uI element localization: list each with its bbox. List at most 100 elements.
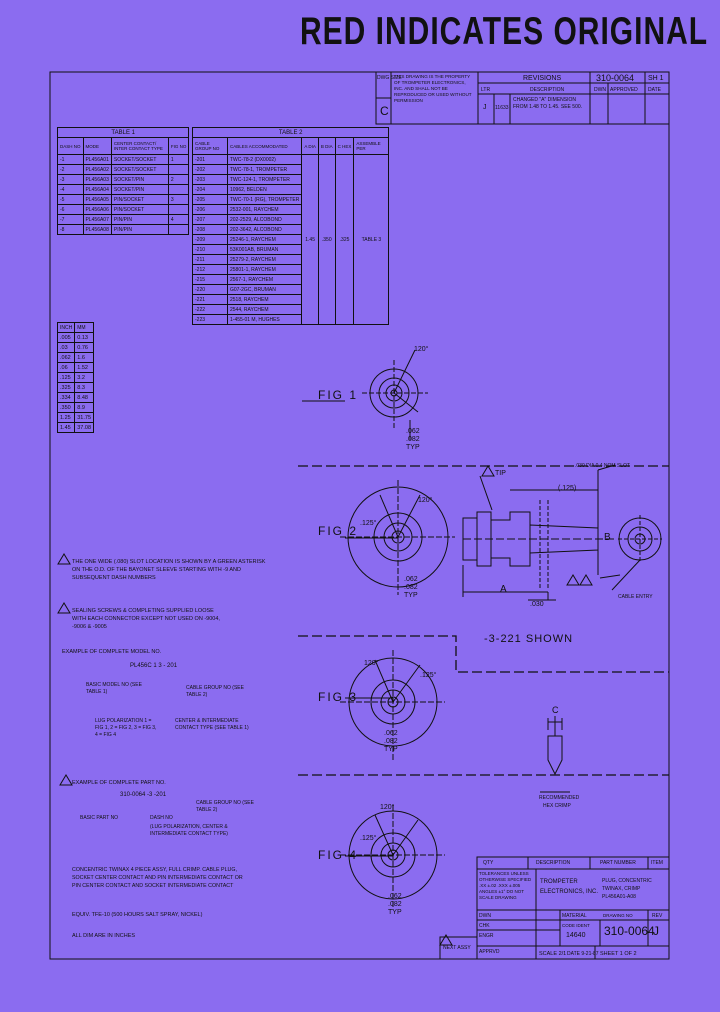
table2-title: TABLE 2 [191, 127, 390, 138]
table2-cell: -208 [192, 224, 228, 235]
conv-header: INCH [56, 322, 76, 333]
note-6-dash: DASH NO [150, 815, 173, 821]
table2-cell: 2532-001, RAYCHEM [226, 204, 303, 215]
tb-apprvd: APPRVD [479, 949, 500, 955]
conv-cell: 8.9 [74, 402, 94, 413]
tb-code-val: 14640 [566, 932, 586, 939]
note-6-part: 310-0064 -3 -201 [120, 792, 167, 798]
conv-cell: 8.48 [74, 392, 94, 403]
crimp-label-2: HEX CRIMP [543, 803, 571, 809]
conv-cell: .350 [56, 402, 76, 413]
conv-cell: .062 [56, 352, 76, 363]
table1-cell: -5 [57, 194, 84, 205]
table2-cell: 25279-2, RAYCHEM [226, 254, 303, 265]
rev-col-dwn: DWN [594, 87, 606, 93]
table1-cell: PL456A08 [82, 224, 112, 235]
table1-header: CENTER CONTACT/ INTER CONTACT TYPE [110, 137, 169, 155]
rev-col-approved: APPROVED [610, 87, 638, 93]
tb-title: PLUG, CONCENTRIC TWINAX, CRIMP PL456A01-… [602, 878, 652, 900]
table2-cell: G07-2GC, BRUMAN [226, 284, 303, 295]
tb-part-number: PART NUMBER [600, 860, 636, 866]
tb-engr: ENGR [479, 933, 494, 939]
table1-cell: SOCKET/PIN [110, 184, 169, 195]
tb-item: ITEM [651, 860, 663, 866]
table2-cell: 25246-1, RAYCHEM [226, 234, 303, 245]
fig2-drawing [340, 480, 455, 595]
table1-cell: 1 [167, 154, 190, 165]
table1-cell: PL456A02 [82, 164, 112, 175]
rev-col-desc: DESCRIPTION [530, 87, 565, 93]
table2-cell: -212 [192, 264, 228, 275]
dim-062-fig2: .062 [404, 576, 418, 583]
tb-description: DESCRIPTION [536, 860, 571, 866]
note-5-basic: BASIC MODEL NO (SEE TABLE 1) [86, 682, 142, 695]
table2-header: CABLES ACCOMMODATED [226, 137, 303, 155]
table2-cell: -220 [192, 284, 228, 295]
tb-chk: CHK [479, 923, 490, 929]
table1-cell [167, 224, 190, 235]
revisions-header: REVISIONS [523, 75, 562, 82]
table1-cell: PL456A06 [82, 204, 112, 215]
conv-cell: 8.3 [74, 382, 94, 393]
table2-shared-cell: 1.45 [301, 154, 319, 325]
table1-cell: PIN/SOCKET [110, 194, 169, 205]
table1-cell: PL456A04 [82, 184, 112, 195]
table2-cell: 1-455-01 M, HUGHES [226, 314, 303, 325]
conv-cell: 37.08 [74, 422, 94, 433]
table2-header: A DIA [301, 137, 319, 155]
dim-cable-entry: CABLE ENTRY [618, 594, 653, 600]
table1-cell: PL456A01 [82, 154, 112, 165]
rev-col-date: DATE [648, 87, 661, 93]
table1-cell: -7 [57, 214, 84, 225]
table1-cell: PL456A07 [82, 214, 112, 225]
fig1-label: FIG 1 [318, 388, 359, 402]
note-5-lug: LUG POLARIZATION 1 = FIG 1, 2 = FIG 2, 3… [95, 718, 157, 738]
table1-cell: SOCKET/PIN [110, 174, 169, 185]
dim-typ-fig2: TYP [404, 592, 418, 599]
fig3-label: FIG 3 [318, 690, 359, 704]
conv-cell: 31.75 [74, 412, 94, 423]
tb-company: TROMPETER ELECTRONICS, INC. [540, 879, 599, 895]
note-9: ALL DIM ARE IN INCHES [72, 933, 136, 939]
table1-cell: -6 [57, 204, 84, 215]
table2-shared-cell: TABLE 3 [353, 154, 390, 325]
table2-cell: -206 [192, 204, 228, 215]
conv-cell: 1.25 [56, 412, 76, 423]
dim-b: B [604, 532, 611, 543]
fig4-label: FIG 4 [318, 848, 359, 862]
dim-120-fig3: 120° [364, 660, 379, 667]
table1-cell: -8 [57, 224, 84, 235]
sheet-border [49, 71, 670, 960]
note-6-title: EXAMPLE OF COMPLETE PART NO. [72, 780, 166, 786]
conv-cell: .325 [56, 382, 76, 393]
conv-cell: .334 [56, 392, 76, 403]
rev-row-desc: CHANGED "A" DIMENSION FROM 1.48 TO 1.45.… [513, 97, 583, 110]
tb-code-ident: CODE IDENT [562, 923, 590, 928]
tb-rev-label: REV [652, 913, 663, 919]
shown-label: -3-221 SHOWN [484, 633, 574, 645]
table2-header: ASSEMBLE PER [353, 137, 390, 155]
table2-cell: -222 [192, 304, 228, 315]
table2-cell: 2518, RAYCHEM [226, 294, 303, 305]
table2-cell: -211 [192, 254, 228, 265]
note-5-model: PL456C 1 3 - 201 [130, 663, 178, 669]
table1-header: FIG NO [167, 137, 190, 155]
dim-082-fig1: .082 [406, 436, 420, 443]
dim-062-fig1: .062 [406, 428, 420, 435]
dim-120-fig1: 120° [414, 346, 429, 353]
table1-header: MODE [82, 137, 112, 155]
tb-sheet: SHEET 1 OF 2 [600, 951, 637, 957]
rev-col-ltr: LTR [481, 87, 491, 93]
table2-cell: -205 [192, 194, 228, 205]
revisions-sheet: SH 1 [648, 75, 664, 82]
note-3: THE ONE WIDE (.080) SLOT LOCATION IS SHO… [72, 559, 266, 581]
note-5-center: CENTER & INTERMEDIATE CONTACT TYPE (SEE … [175, 718, 249, 731]
table2-cell: 53K001AB, BRUMAN [226, 244, 303, 255]
